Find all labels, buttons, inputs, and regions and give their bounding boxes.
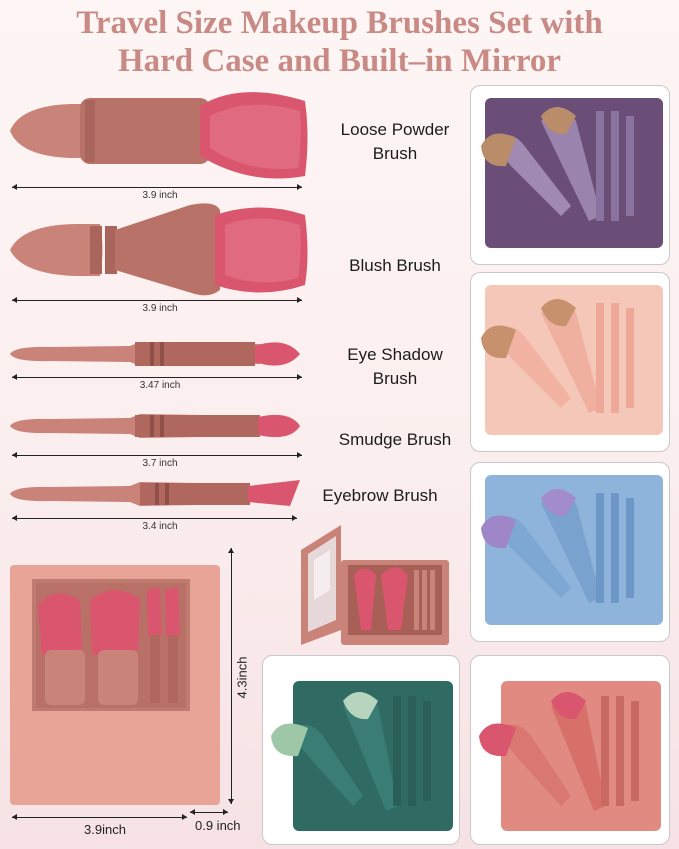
- blush-length-arrow: [12, 297, 302, 303]
- blush-length: 3.9 inch: [142, 303, 178, 314]
- peach-case-image: [481, 285, 663, 435]
- green-case-image: [271, 681, 453, 831]
- eye-shadow-length-arrow: [12, 374, 302, 380]
- loose-powder-brush-image: [10, 92, 308, 179]
- coral-case-image: [479, 681, 661, 831]
- case-depth: 0.9 inch: [195, 818, 241, 833]
- eye-shadow-label-line2: Brush: [372, 369, 418, 388]
- variant-coral-card: [470, 655, 670, 845]
- eyebrow-length: 3.4 inch: [142, 521, 178, 532]
- hard-case-image: [10, 565, 220, 805]
- case-width-arrow: [12, 814, 187, 820]
- loose-powder-length: 3.9 inch: [142, 190, 178, 201]
- eye-shadow-brush-image: [10, 342, 300, 366]
- eyebrow-length-arrow: [12, 515, 297, 521]
- variant-green-card: [262, 655, 460, 845]
- variant-purple-card: [470, 85, 670, 265]
- eyebrow-label-line1: Eyebrow Brush: [322, 486, 438, 505]
- title-line-2: Hard Case and Built–in Mirror: [117, 43, 562, 79]
- title-line-1: Travel Size Makeup Brushes Set with: [76, 5, 603, 41]
- case-height: 4.3inch: [234, 656, 250, 699]
- variant-peach-card: [470, 272, 670, 452]
- purple-case-image: [481, 98, 663, 248]
- smudge-label: Smudge Brush: [300, 428, 490, 452]
- loose-powder-length-arrow: [12, 184, 302, 190]
- loose-powder-label: Loose Powder Brush: [300, 118, 490, 166]
- case-width: 3.9inch: [84, 822, 126, 837]
- blush-label-line1: Blush Brush: [349, 256, 441, 275]
- eye-shadow-label: Eye Shadow Brush: [300, 343, 490, 391]
- eye-shadow-label-line1: Eye Shadow: [347, 345, 443, 364]
- loose-powder-label-line2: Brush: [372, 144, 418, 163]
- loose-powder-label-line1: Loose Powder: [340, 120, 450, 139]
- page-title: Travel Size Makeup Brushes Set with Hard…: [0, 4, 679, 80]
- eye-shadow-length: 3.47 inch: [139, 380, 181, 391]
- variant-blue-card: [470, 462, 670, 642]
- blue-case-image: [481, 475, 663, 625]
- smudge-length: 3.7 inch: [142, 458, 178, 469]
- open-case-mirror-image: [301, 525, 449, 645]
- case-height-arrow: [228, 548, 234, 804]
- smudge-length-arrow: [12, 452, 302, 458]
- blush-label: Blush Brush: [300, 254, 490, 278]
- eyebrow-label: Eyebrow Brush: [300, 484, 460, 508]
- case-depth-arrow: [190, 809, 228, 815]
- smudge-label-line1: Smudge Brush: [338, 430, 452, 449]
- blush-brush-image: [10, 203, 308, 296]
- smudge-brush-image: [10, 414, 300, 438]
- eyebrow-brush-image: [10, 480, 300, 506]
